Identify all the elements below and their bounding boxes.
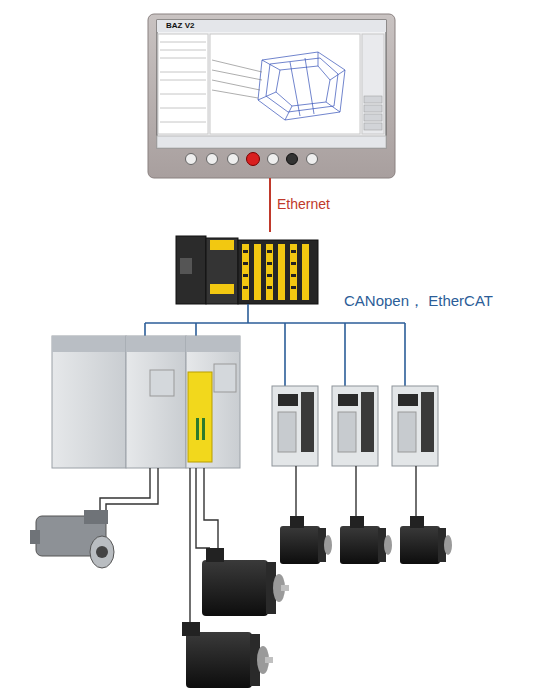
drive-front bbox=[338, 412, 356, 452]
drive-cabinet bbox=[52, 336, 240, 468]
drive-body bbox=[332, 386, 378, 466]
motor-connector bbox=[182, 622, 200, 636]
wireframe-part bbox=[258, 52, 345, 120]
spindle-bore bbox=[96, 546, 108, 558]
motor-body bbox=[280, 526, 320, 564]
motor-connector bbox=[350, 516, 364, 528]
panel-button bbox=[228, 154, 239, 165]
drive-connectors bbox=[361, 392, 374, 452]
drive-display bbox=[338, 394, 358, 406]
controller bbox=[176, 236, 318, 304]
motor-body bbox=[202, 560, 268, 616]
serial-port bbox=[180, 258, 192, 274]
panel-button bbox=[268, 154, 279, 165]
panel-button bbox=[207, 154, 218, 165]
yellow-front-panel bbox=[188, 372, 212, 462]
motor-face bbox=[444, 535, 452, 555]
spindle-rear bbox=[30, 530, 40, 544]
spindle-motor bbox=[30, 510, 114, 568]
panel-button bbox=[307, 154, 318, 165]
panel-button bbox=[186, 154, 197, 165]
motor-connector bbox=[410, 516, 424, 528]
servo-motor-large bbox=[182, 622, 273, 688]
io-modules bbox=[238, 240, 318, 304]
servo-motor-large bbox=[202, 548, 289, 616]
screen-title: BAZ V2 bbox=[166, 21, 194, 30]
drive-connectors bbox=[421, 392, 434, 452]
servo-motor-small bbox=[400, 516, 452, 564]
motor-shaft bbox=[265, 657, 273, 663]
safety-module bbox=[206, 238, 238, 304]
bus-label: CANopen， EtherCAT bbox=[344, 292, 493, 309]
motor-shaft bbox=[281, 585, 289, 591]
screen-tab-bar bbox=[157, 136, 386, 148]
cpu-module bbox=[176, 236, 206, 304]
connector-panel bbox=[150, 370, 174, 396]
panel-buttons bbox=[186, 153, 318, 166]
spindle-drive-module bbox=[126, 336, 186, 468]
screen-buttons bbox=[364, 96, 382, 130]
screen-side-panel bbox=[158, 34, 208, 134]
servo-drives bbox=[272, 386, 438, 466]
servo-drive bbox=[392, 386, 438, 466]
module-top bbox=[186, 336, 240, 352]
drive-body bbox=[272, 386, 318, 466]
module-top bbox=[52, 336, 126, 352]
drive-display bbox=[398, 394, 418, 406]
drive-connectors bbox=[301, 392, 314, 452]
motor-cables bbox=[100, 466, 416, 625]
drive-display bbox=[278, 394, 298, 406]
status-bars bbox=[196, 418, 205, 440]
servo-drive bbox=[272, 386, 318, 466]
servo-motor-small bbox=[280, 516, 332, 564]
tool-path-lines bbox=[212, 60, 262, 98]
motor-body bbox=[186, 632, 252, 688]
connector-panel bbox=[214, 364, 236, 392]
servo-motor-small bbox=[340, 516, 392, 564]
screen-button-column bbox=[362, 34, 384, 134]
link-label: Ethernet bbox=[277, 196, 330, 212]
motor-connector bbox=[206, 548, 224, 562]
hmi-screen bbox=[157, 20, 386, 148]
motor-face bbox=[384, 535, 392, 555]
screen-table-lines bbox=[160, 42, 206, 122]
ethernet-cable bbox=[269, 178, 271, 232]
key-switch bbox=[287, 154, 298, 165]
terminal-holes bbox=[243, 250, 296, 289]
axis-drive-module bbox=[186, 336, 240, 468]
drive-body bbox=[392, 386, 438, 466]
io-terminals bbox=[242, 244, 309, 300]
yellow-plate bbox=[210, 240, 234, 250]
motor-body bbox=[340, 526, 380, 564]
power-module bbox=[52, 336, 126, 468]
screen-header bbox=[157, 20, 386, 32]
motor-face bbox=[324, 535, 332, 555]
hmi-bezel bbox=[148, 14, 395, 178]
servo-drive bbox=[332, 386, 378, 466]
hmi-panel bbox=[148, 14, 395, 178]
drive-front bbox=[398, 412, 416, 452]
screen-view bbox=[210, 34, 360, 134]
drive-front bbox=[278, 412, 296, 452]
spindle-nose bbox=[90, 536, 114, 568]
module-top bbox=[126, 336, 186, 352]
emergency-stop bbox=[247, 153, 260, 166]
motor-body bbox=[400, 526, 440, 564]
spindle-connector bbox=[84, 510, 108, 524]
motor-connector bbox=[290, 516, 304, 528]
yellow-plate bbox=[210, 284, 234, 294]
